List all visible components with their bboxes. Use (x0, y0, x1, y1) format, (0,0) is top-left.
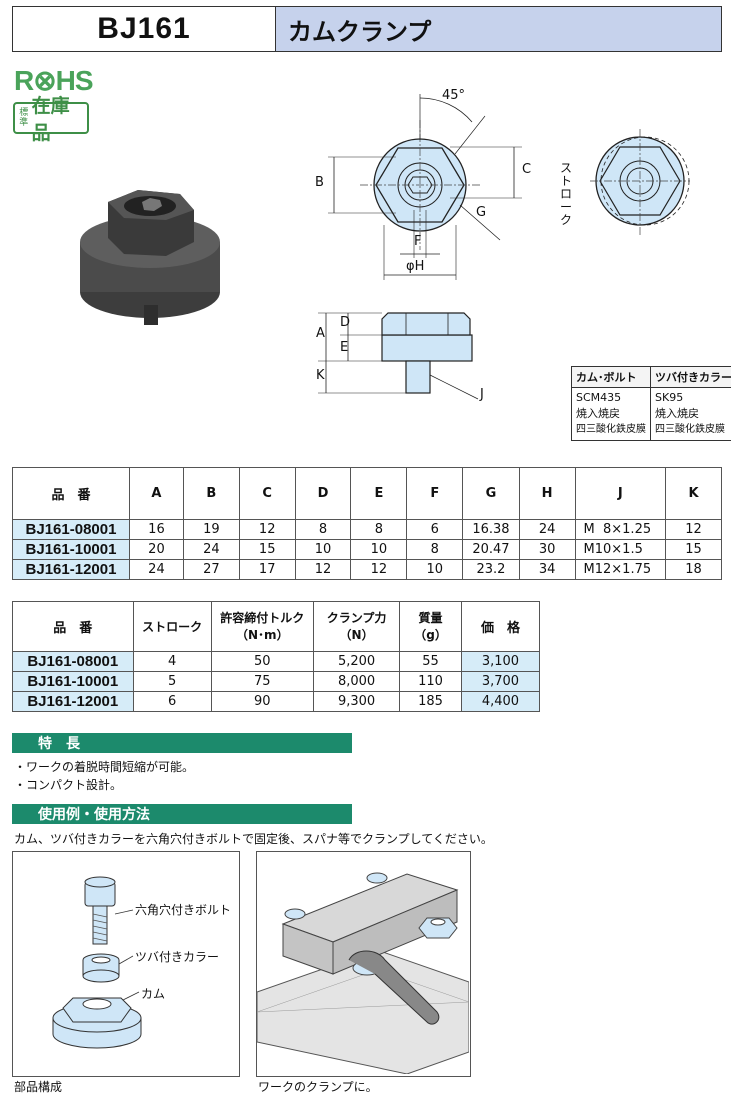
product-code: BJ161 (13, 7, 276, 51)
dim-header-f: F (406, 467, 464, 520)
part-label-bolt: 六角穴付きボルト (135, 903, 232, 917)
label-a: A (316, 326, 325, 341)
label-e: E (340, 340, 349, 355)
parts-panel: 六角穴付きボルト ツバ付きカラー カム (12, 851, 240, 1077)
dim-header-d: D (294, 467, 352, 520)
spec-header-price: 価 格 (460, 601, 541, 652)
part-label-collar: ツバ付きカラー (135, 950, 220, 964)
top-view-drawing (328, 94, 522, 280)
stock-badge-label: 在庫品 (31, 95, 70, 144)
label-f: F (414, 234, 422, 249)
dim-header-j: J (574, 467, 667, 520)
dim-header-b: B (182, 467, 240, 520)
materials-header-collar: ツバ付きカラー (650, 366, 731, 388)
dim-header-g: G (462, 467, 520, 520)
label-stroke: ストローク (560, 161, 573, 227)
caption-parts: 部品構成 (14, 1080, 63, 1094)
title-bar: BJ161 カムクランプ (12, 6, 722, 52)
dim-header-code: 品 番 (12, 467, 130, 520)
spec-header-stroke: ストローク (132, 601, 212, 652)
stroke-view-drawing (590, 129, 690, 235)
feature-item: ・コンパクト設計。 (14, 778, 123, 792)
spec-table: 品 番 ストローク 許容締付トルク（N･m） クランプ力（N） 質量（g） 価 … (12, 601, 541, 712)
dim-header-e: E (350, 467, 408, 520)
features-title: 特 長 (12, 733, 352, 753)
parts-exploded-drawing (52, 876, 142, 1049)
dim-header-a: A (129, 467, 184, 520)
usage-title: 使用例・使用方法 (12, 804, 352, 824)
spec-header-mass: 質量（g） (399, 601, 462, 652)
dim-header-k: K (665, 467, 722, 520)
materials-header-cam: カム･ボルト (571, 366, 651, 388)
angle-label: 45° (442, 88, 466, 103)
rohs-badge: R⊗HS (14, 65, 94, 96)
label-b: B (315, 175, 324, 190)
clamp-example-panel (256, 851, 471, 1077)
label-j: J (480, 387, 484, 402)
product-name: カムクランプ (276, 7, 721, 51)
spec-header-torque: 許容締付トルク（N･m） (210, 601, 314, 652)
feature-item: ・ワークの着脱時間短縮が可能。 (14, 760, 195, 774)
caption-clamp: ワークのクランプに。 (258, 1080, 378, 1094)
part-label-cam: カム (141, 987, 166, 1001)
dim-header-h: H (518, 467, 576, 520)
label-d: D (340, 315, 351, 330)
dim-header-c: C (238, 467, 296, 520)
clamp-example-drawing (257, 872, 469, 1074)
side-view-drawing (318, 312, 479, 400)
label-g: G (476, 205, 487, 220)
label-k: K (316, 368, 325, 383)
spec-header-code: 品 番 (12, 601, 134, 652)
stock-badge-small: 標準 (19, 108, 29, 128)
spec-header-force: クランプ力（N） (312, 601, 401, 652)
product-photo (80, 190, 220, 325)
usage-description: カム、ツバ付きカラーを六角穴付きボルトで固定後、スパナ等でクランプしてください。 (14, 832, 493, 846)
label-c: C (522, 162, 532, 177)
label-h: φH (406, 259, 425, 274)
stock-badge: 標準 在庫品 (13, 95, 89, 144)
